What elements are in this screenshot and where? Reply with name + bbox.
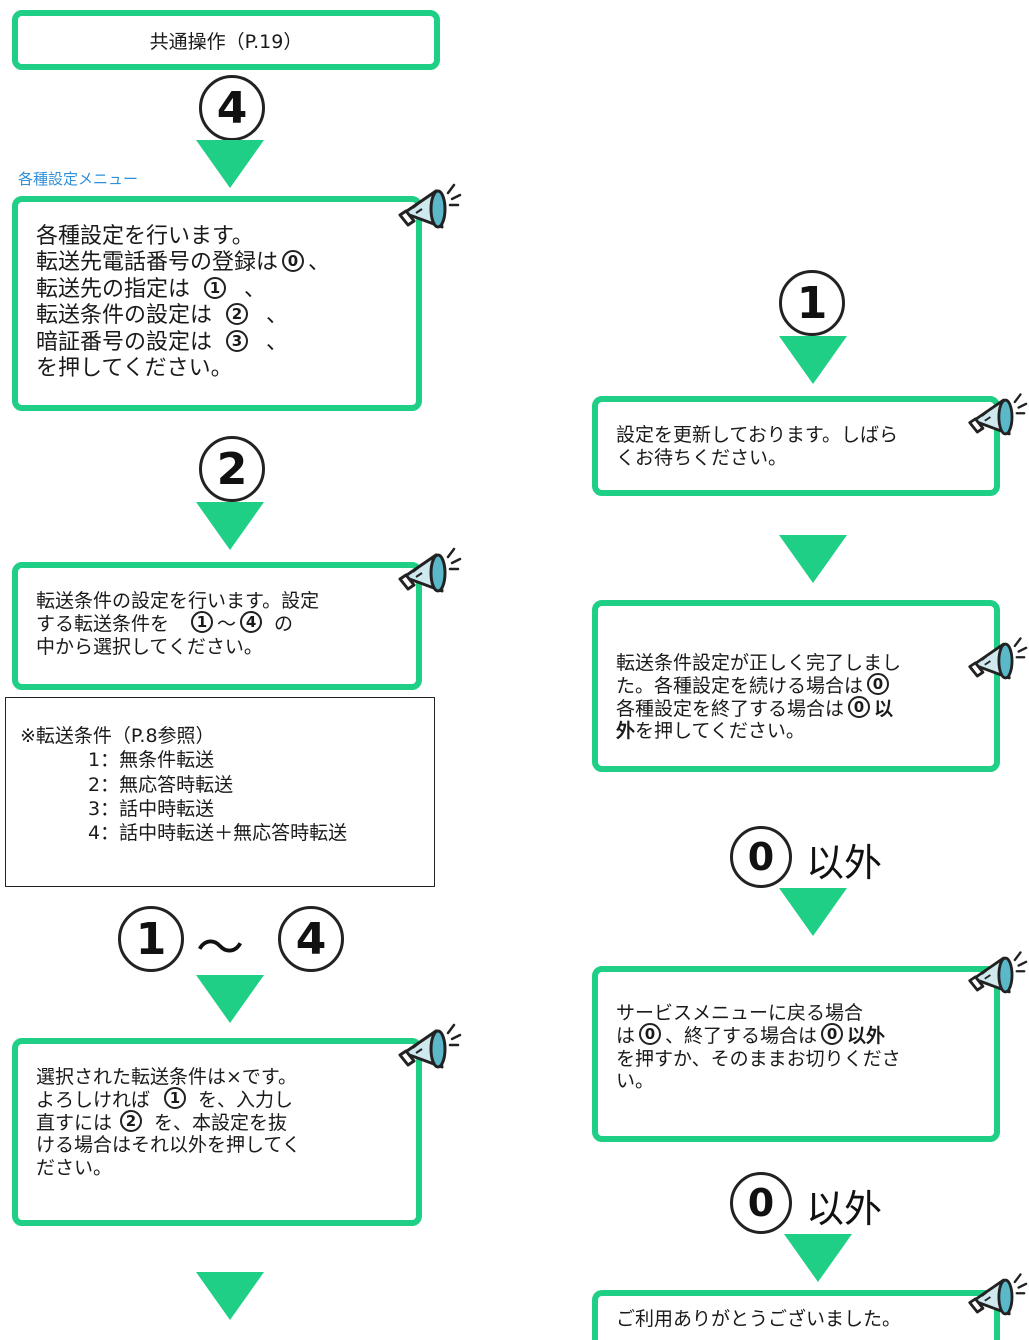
service-msg-line-1: サービスメニューに戻る場合 <box>616 1002 864 1024</box>
cond-msg-line-1: 転送条件の設定を行います。設定 <box>36 590 320 612</box>
confirm-msg-line-4: ける場合はそれ以外を押してく <box>36 1134 301 1157</box>
confirm-msg-line-5: ださい。 <box>36 1157 113 1180</box>
cond-msg-line-3: 中から選択してください。 <box>36 635 263 658</box>
flow-arrow <box>779 888 847 936</box>
key-1-icon: 1 <box>164 1087 187 1110</box>
key-2-icon: 2 <box>120 1110 143 1133</box>
key-other-2: 0 <box>730 1172 792 1234</box>
key-0-icon: 0 <box>639 1023 662 1046</box>
update-box: 設定を更新しております。しばら くお待ちください。 <box>592 396 1000 496</box>
thanks-box: ご利用ありがとうございました。 <box>592 1290 1000 1340</box>
speaker-icon <box>968 951 1028 994</box>
step-key-menu: 4 <box>199 75 265 141</box>
speaker-icon <box>968 1273 1028 1316</box>
complete-msg-line-4: 外を押してください。 <box>616 720 805 743</box>
key-0-icon: 0 <box>821 1023 844 1046</box>
update-msg-line-1: 設定を更新しております。しばら <box>616 424 898 446</box>
menu-msg-line-1: 各種設定を行います。 <box>36 224 254 249</box>
start-box-label: 共通操作（P.19） <box>149 30 303 53</box>
flow-arrow <box>196 975 264 1023</box>
complete-msg-line-1: 転送条件設定が正しく完了しまし <box>616 652 902 674</box>
key-other-1: 0 <box>730 826 792 888</box>
speaker-icon <box>398 183 462 229</box>
flow-arrow <box>196 1272 264 1320</box>
other-label-2: 以外 <box>806 1187 883 1231</box>
flow-arrow <box>779 535 847 583</box>
service-msg-line-3: を押すか、そのままお切りくださ <box>616 1047 901 1070</box>
speaker-icon <box>968 393 1028 436</box>
condition-item: 4：話中時転送＋無応答時転送 <box>88 822 348 845</box>
flow-arrow <box>784 1234 852 1282</box>
key-2-icon: 2 <box>226 303 249 326</box>
speaker-icon <box>398 547 462 593</box>
condition-list-box: ※転送条件（P.8参照） 1：無条件転送 2：無応答時転送 3：話中時転送 4：… <box>5 697 435 887</box>
key-0-icon: 0 <box>867 673 890 696</box>
condition-item: 1：無条件転送 <box>88 749 215 772</box>
service-msg-line-4: い。 <box>616 1070 655 1093</box>
step-key-ok: 1 <box>779 270 845 336</box>
condition-item: 3：話中時転送 <box>88 797 215 820</box>
flow-arrow <box>779 336 847 384</box>
menu-msg-line-6: を押してください。 <box>36 355 233 381</box>
key-1-icon: 1 <box>204 276 227 299</box>
key-3-icon: 3 <box>226 329 249 352</box>
start-box: 共通操作（P.19） <box>12 10 440 70</box>
condition-list-title: ※転送条件（P.8参照） <box>20 725 215 747</box>
speaker-icon <box>398 1023 462 1069</box>
menu-label: 各種設定メニュー <box>18 170 139 188</box>
range-key-to: 4 <box>278 906 344 972</box>
condition-item: 2：無応答時転送 <box>88 773 234 796</box>
confirm-msg-line-1: 選択された転送条件は×です。 <box>36 1066 298 1088</box>
key-0-icon: 0 <box>282 250 305 273</box>
range-separator: ～ <box>196 920 245 976</box>
thanks-msg: ご利用ありがとうございました。 <box>616 1308 902 1330</box>
speaker-icon <box>968 637 1028 680</box>
flow-arrow <box>196 502 264 550</box>
step-key-condition: 2 <box>199 436 265 502</box>
key-0-icon: 0 <box>848 696 871 719</box>
key-4-icon: 4 <box>240 611 263 634</box>
range-key-from: 1 <box>118 906 184 972</box>
key-1-icon: 1 <box>191 611 214 634</box>
other-label-1: 以外 <box>806 841 883 885</box>
update-msg-line-2: くお待ちください。 <box>616 446 788 469</box>
flow-arrow <box>196 140 264 188</box>
